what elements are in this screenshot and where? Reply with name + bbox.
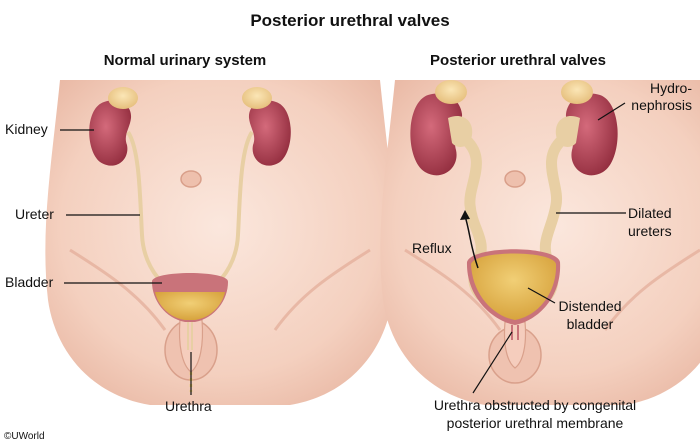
- leader-lines: [60, 102, 626, 395]
- label-dilated-ureters-line1: Dilated: [628, 205, 672, 221]
- label-urethra-obstructed-line2: posterior urethral membrane: [446, 415, 624, 431]
- leader-distended-bladder: [527, 287, 556, 304]
- puv-groin-crease-right: [603, 248, 700, 331]
- label-kidney: Kidney: [5, 121, 48, 137]
- puv-panel-title: Posterior urethral valves: [430, 52, 606, 69]
- normal-panel-title: Normal urinary system: [103, 52, 267, 69]
- label-distended-bladder-line2: bladder: [566, 316, 614, 332]
- normal-kidney-right: [248, 100, 291, 166]
- normal-groin-crease-left: [69, 248, 167, 331]
- normal-panel-figure: [45, 80, 395, 405]
- label-ureter: Ureter: [15, 206, 54, 222]
- normal-adrenal-left: [108, 87, 138, 109]
- puv-penis: [503, 321, 527, 369]
- label-dilated-ureters-line2: ureters: [628, 223, 672, 239]
- figure-title: Posterior urethral valves: [250, 11, 450, 30]
- normal-bladder-urine: [155, 292, 225, 320]
- label-urethra: Urethra: [165, 398, 212, 414]
- puv-navel: [504, 170, 526, 188]
- normal-adrenal-right: [242, 87, 272, 109]
- label-urethra-obstructed-line1: Urethra obstructed by congenital: [433, 397, 637, 413]
- normal-urethra: [187, 322, 193, 350]
- puv-adrenal-right: [561, 80, 593, 104]
- copyright-credit: ©UWorld: [4, 431, 45, 442]
- puv-adrenal-left: [435, 80, 467, 104]
- normal-groin-crease-right: [273, 248, 371, 331]
- puv-groin-crease-left: [404, 248, 502, 331]
- puv-bladder-urine: [471, 253, 557, 320]
- label-hydronephrosis-line2: nephrosis: [631, 97, 692, 113]
- normal-ureter-left: [126, 130, 160, 280]
- puv-reflux-arrowhead: [460, 210, 470, 220]
- label-bladder: Bladder: [5, 274, 54, 290]
- normal-navel: [180, 170, 202, 188]
- label-reflux: Reflux: [412, 240, 452, 256]
- puv-panel-figure: [380, 80, 700, 405]
- normal-torso: [45, 80, 395, 405]
- puv-reflux-arrow: [464, 215, 479, 269]
- label-hydronephrosis-line1: Hydro-: [649, 80, 692, 96]
- leader-hydronephrosis: [597, 102, 626, 121]
- label-distended-bladder-line1: Distended: [558, 298, 622, 314]
- normal-kidney-left: [89, 100, 132, 166]
- puv-kidney-right: [565, 93, 618, 176]
- normal-ureter-right: [220, 130, 254, 280]
- puv-kidney-left: [410, 93, 463, 176]
- leader-obstructed-urethra: [472, 331, 513, 394]
